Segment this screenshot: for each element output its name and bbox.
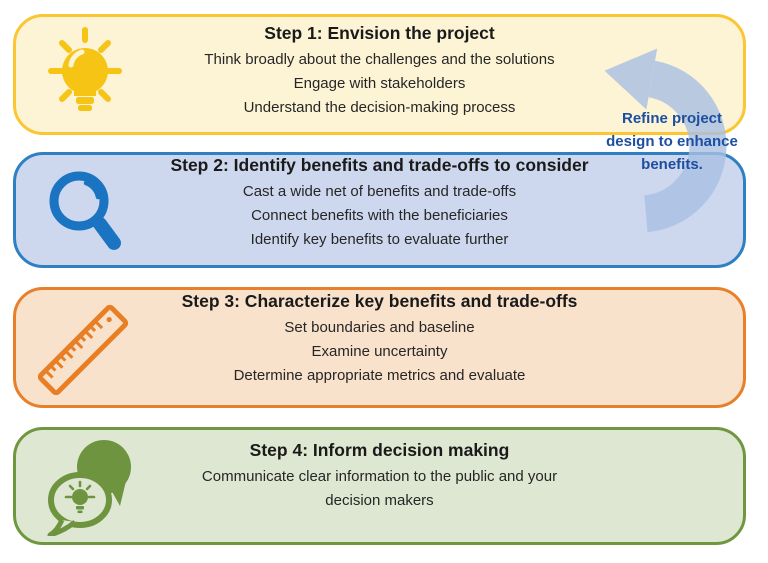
step-4-box: [13, 427, 746, 545]
step-4-line: decision makers: [325, 492, 434, 509]
refine-loop-label-line: design to enhance: [606, 133, 738, 150]
refine-loop-label-line: Refine project: [621, 110, 723, 127]
step-1-title: Step 1: Envision the project: [264, 23, 495, 43]
step-2-line: Connect benefits with the beneficiaries: [251, 207, 508, 224]
step-2-text: Step 2: Identify benefits and trade-offs…: [13, 153, 746, 252]
lightbulb-icon: [48, 27, 122, 111]
step-3-line: Examine uncertainty: [311, 343, 448, 360]
ruler-icon: [38, 304, 128, 396]
step-3-box: [13, 287, 746, 408]
step-4-line: Communicate clear information to the pub…: [201, 468, 558, 485]
step-2-line: Identify key benefits to evaluate furthe…: [250, 231, 509, 248]
step-4-text: Step 4: Inform decision making Communica…: [13, 438, 746, 513]
speech-bubbles-lightbulb-icon: [47, 440, 131, 536]
step-1-text: Step 1: Envision the project Think broad…: [13, 21, 746, 120]
step-1-line: Understand the decision-making process: [243, 99, 516, 116]
step-2-line: Cast a wide net of benefits and trade-of…: [242, 183, 517, 200]
step-2-box: [13, 152, 746, 268]
refine-loop-label-line: benefits.: [641, 156, 703, 173]
step-2-title: Step 2: Identify benefits and trade-offs…: [170, 155, 589, 175]
refine-loop-label: Refine project design to enhance benefit…: [597, 107, 747, 176]
magnifier-icon: [49, 171, 121, 250]
refine-loop-arrow-icon: [604, 48, 727, 233]
step-3-line: Set boundaries and baseline: [284, 319, 475, 336]
step-3-title: Step 3: Characterize key benefits and tr…: [181, 291, 578, 311]
step-3-text: Step 3: Characterize key benefits and tr…: [13, 289, 746, 388]
step-4-title: Step 4: Inform decision making: [249, 440, 510, 460]
step-1-line: Think broadly about the challenges and t…: [204, 51, 555, 68]
step-3-line: Determine appropriate metrics and evalua…: [233, 367, 526, 384]
step-1-line: Engage with stakeholders: [293, 75, 466, 92]
